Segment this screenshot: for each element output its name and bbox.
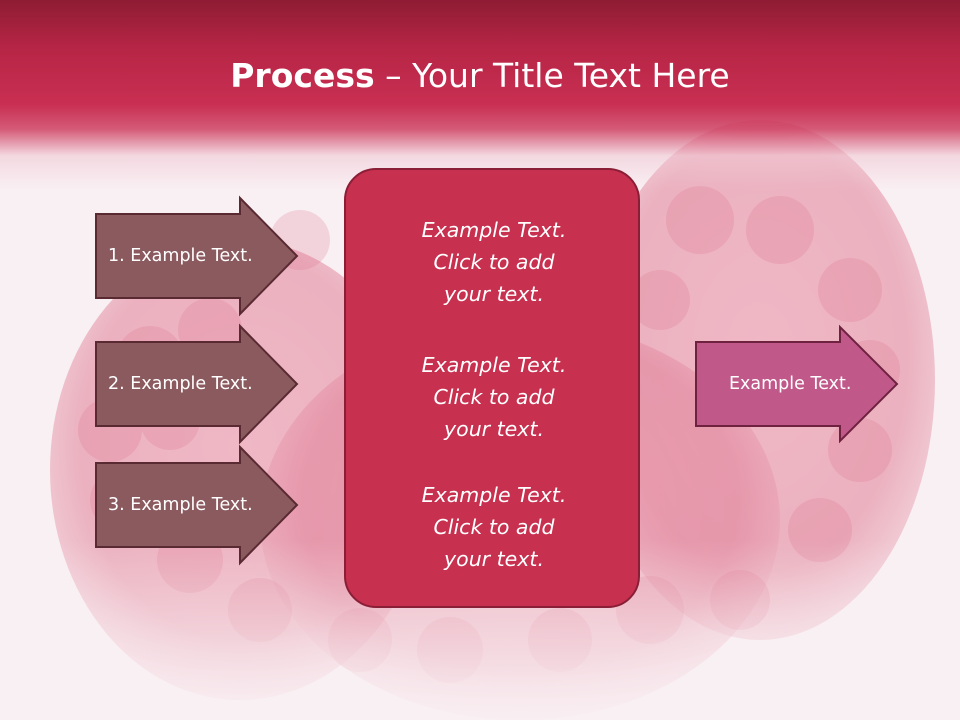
center-text-block-1: Example Text. Click to add your text. <box>346 214 642 310</box>
slide-title: Process – Your Title Text Here <box>0 54 960 98</box>
center-text-line: your text. <box>444 417 544 441</box>
output-arrow[interactable] <box>695 324 899 444</box>
input-arrow-2[interactable] <box>95 323 299 445</box>
center-text-line: Example Text. <box>421 218 567 242</box>
input-arrow-3[interactable] <box>95 444 299 566</box>
center-text-line: your text. <box>444 547 544 571</box>
input-arrow-2-label: 2. Example Text. <box>108 374 253 394</box>
input-arrow-1[interactable] <box>95 195 299 317</box>
slide-title-rest: – Your Title Text Here <box>374 56 730 95</box>
center-text-line: your text. <box>444 282 544 306</box>
center-text-line: Click to add <box>433 515 555 539</box>
input-arrow-3-label: 3. Example Text. <box>108 495 253 515</box>
input-arrow-1-label: 1. Example Text. <box>108 246 253 266</box>
center-text-line: Example Text. <box>421 353 567 377</box>
slide-title-bold: Process <box>230 56 375 95</box>
center-text-block-2: Example Text. Click to add your text. <box>346 349 642 445</box>
title-bar <box>0 0 960 190</box>
center-text-line: Example Text. <box>421 483 567 507</box>
output-arrow-label: Example Text. <box>729 374 852 394</box>
center-text-line: Click to add <box>433 385 555 409</box>
center-text-line: Click to add <box>433 250 555 274</box>
center-process-box[interactable]: Example Text. Click to add your text. Ex… <box>344 168 640 608</box>
center-text-block-3: Example Text. Click to add your text. <box>346 479 642 575</box>
